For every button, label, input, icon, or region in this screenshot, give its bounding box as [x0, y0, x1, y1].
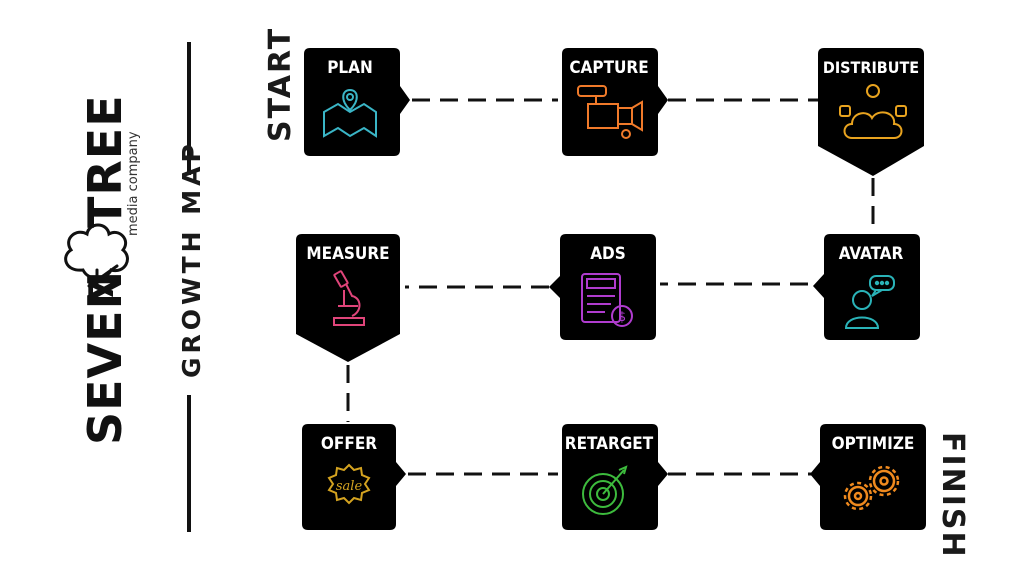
step-distribute-label: DISTRIBUTE: [823, 58, 919, 77]
step-retarget-label: RETARGET: [565, 434, 654, 454]
step-capture: CAPTURE: [562, 48, 668, 156]
map-icon: [323, 88, 377, 138]
map-title-divider: GROWTH MAP: [177, 42, 206, 532]
step-avatar-label: AVATAR: [839, 244, 904, 264]
svg-text:sale: sale: [336, 479, 363, 494]
step-plan: PLAN: [304, 48, 410, 156]
step-retarget: RETARGET: [562, 424, 668, 530]
step-distribute: DISTRIBUTE: [818, 48, 924, 176]
svg-text:$: $: [618, 310, 626, 325]
person-chat-icon: [844, 275, 895, 329]
calculator-dollar-icon: $: [581, 273, 633, 327]
brand-logo: SEVEN TREE media company 7: [64, 94, 141, 445]
step-ads: ADS $: [549, 234, 656, 340]
step-ads-label: ADS: [590, 244, 626, 264]
connectors: [346, 98, 875, 476]
step-offer-label: OFFER: [321, 434, 377, 454]
gears-icon: [843, 465, 900, 511]
target-icon: [582, 465, 628, 515]
step-optimize: OPTIMIZE: [810, 424, 926, 530]
start-label: START: [263, 27, 298, 142]
step-plan-label: PLAN: [327, 58, 373, 78]
map-title: GROWTH MAP: [177, 140, 206, 378]
finish-label: FINISH: [935, 432, 970, 559]
brand-name-left: SEVEN: [78, 270, 132, 445]
sale-badge-icon: sale: [327, 463, 371, 505]
step-offer: OFFER sale: [302, 424, 406, 530]
video-camera-icon: [577, 85, 643, 139]
step-capture-label: CAPTURE: [569, 58, 648, 78]
tree-icon: 7: [64, 223, 129, 302]
brand-name-right: TREE: [78, 94, 132, 228]
step-avatar: AVATAR: [813, 234, 920, 340]
step-optimize-label: OPTIMIZE: [832, 434, 915, 454]
step-measure-label: MEASURE: [306, 244, 389, 264]
brand-name-mid: 7: [82, 278, 122, 302]
microscope-icon: [333, 270, 365, 326]
step-measure: MEASURE: [296, 234, 400, 362]
cloud-media-icon: [839, 84, 907, 139]
brand-tagline: media company: [126, 131, 141, 236]
